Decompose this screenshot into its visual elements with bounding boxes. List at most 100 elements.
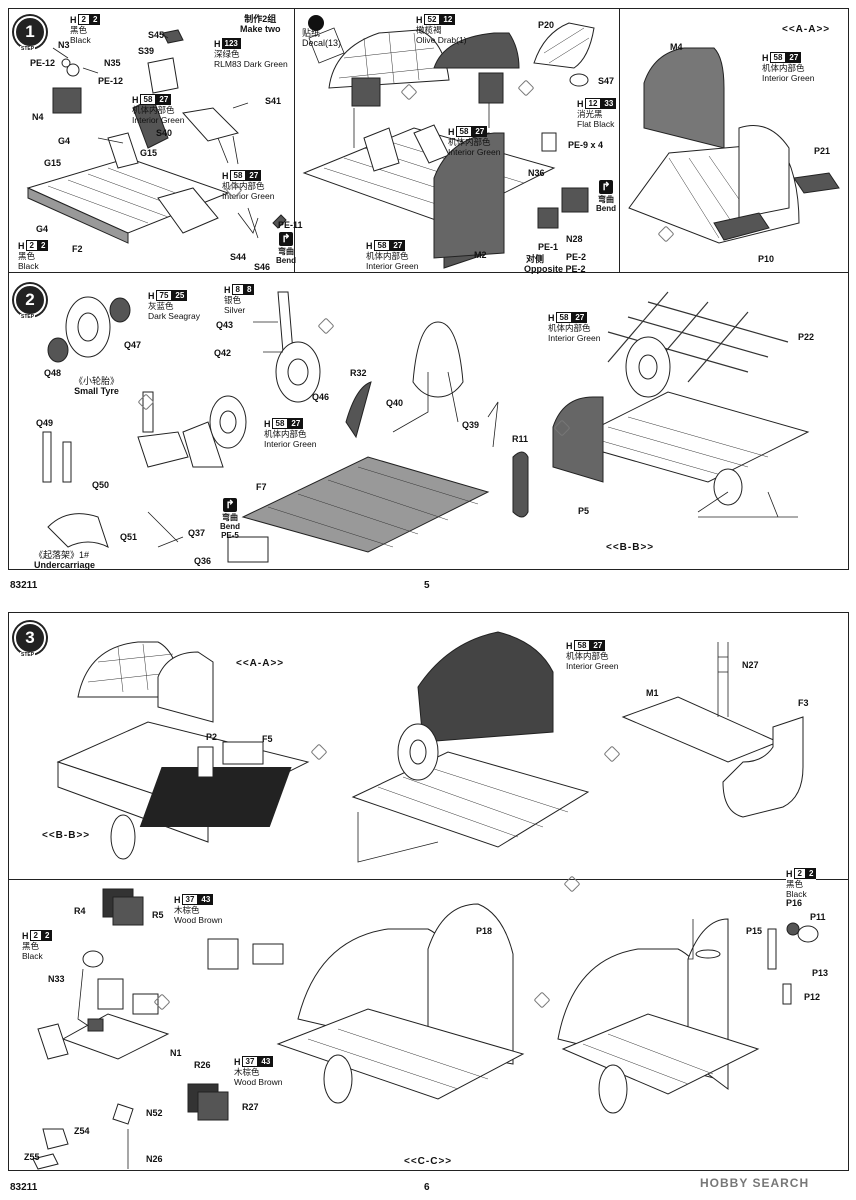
part-label: N52 xyxy=(146,1108,163,1118)
part-label: Q42 xyxy=(214,348,232,358)
step2-badge: 2 STEP xyxy=(14,284,46,320)
part-label: PE-12 xyxy=(30,58,56,68)
part-label: P15 xyxy=(746,926,763,936)
section-label-a: <<A-A>> xyxy=(782,24,831,35)
part-label: N1 xyxy=(170,1048,182,1058)
part-label: S40 xyxy=(156,128,173,138)
step3-panel-bottom xyxy=(8,879,849,1171)
part-label: S41 xyxy=(265,96,282,106)
part-label: F5 xyxy=(262,734,273,744)
part-label: Q46 xyxy=(312,392,330,402)
step2-word: STEP xyxy=(20,314,36,320)
part-label: P16 xyxy=(786,898,803,908)
part-label: P11 xyxy=(810,912,826,922)
part-label: N28 xyxy=(566,234,583,244)
part-label: M2 xyxy=(474,250,487,260)
part-label: R11 xyxy=(512,434,529,444)
part-label: M1 xyxy=(646,688,659,698)
part-label: Q43 xyxy=(216,320,234,330)
part-label: N26 xyxy=(146,1154,163,1164)
step3-bottom-illustration xyxy=(32,888,819,1170)
step3-badge: 3 STEP xyxy=(14,622,46,658)
part-label: N3 xyxy=(58,40,70,50)
part-label: N35 xyxy=(104,58,121,68)
part-label: P10 xyxy=(758,254,775,264)
part-label: PE-11 xyxy=(278,220,303,230)
part-label: N36 xyxy=(528,168,545,178)
step1-right-illustration xyxy=(628,47,840,244)
kit-number: 83211 xyxy=(10,1182,38,1193)
part-label: N4 xyxy=(32,112,44,122)
part-label: P20 xyxy=(538,20,555,30)
part-label: G4 xyxy=(58,136,71,146)
part-label: S46 xyxy=(254,262,271,272)
watermark: HOBBY SEARCH xyxy=(700,1176,809,1190)
part-label: Z55 xyxy=(24,1152,40,1162)
part-label: F7 xyxy=(256,482,267,492)
part-label: Q48 xyxy=(44,368,62,378)
part-label: PE-1 xyxy=(538,242,559,252)
bend-icon: ↱ xyxy=(599,180,613,194)
part-label: S47 xyxy=(598,76,615,86)
part-label: P12 xyxy=(804,992,821,1002)
part-label: PE-9 x 4 xyxy=(568,140,604,150)
part-label: P18 xyxy=(476,926,493,936)
section-label-b2: <<B-B>> xyxy=(42,830,91,841)
part-label: F2 xyxy=(72,244,83,254)
section-label-b: <<B-B>> xyxy=(606,542,655,553)
part-label: Q47 xyxy=(124,340,142,350)
step3-top-illustration xyxy=(56,631,804,863)
step2-illustration xyxy=(42,291,810,563)
part-label: Q51 xyxy=(120,532,138,542)
part-label: R26 xyxy=(194,1060,211,1070)
page-number: 5 xyxy=(424,580,430,591)
small-tyre-label: 《小轮胎》Small Tyre xyxy=(74,376,120,396)
part-label: R5 xyxy=(152,910,164,920)
watermark-text: HOBBY SEARCH xyxy=(700,1176,810,1190)
kit-number: 83211 xyxy=(10,580,38,591)
step1-number: 1 xyxy=(25,22,35,41)
opposite-note-en: Opposite PE-2 xyxy=(524,264,586,274)
bend-icon: ↱ xyxy=(279,232,293,246)
part-label: Q50 xyxy=(92,480,110,490)
part-label: G4 xyxy=(36,224,49,234)
part-label: S39 xyxy=(138,46,155,56)
step2-panel xyxy=(8,272,849,570)
step1-word: STEP xyxy=(20,46,36,52)
bend-icon: ↱ xyxy=(223,498,237,512)
part-label: M4 xyxy=(670,42,683,52)
part-label: N27 xyxy=(742,660,759,670)
opposite-note: 对侧 xyxy=(526,254,545,264)
part-label: PE-2 xyxy=(566,252,587,262)
part-label: Q37 xyxy=(188,528,206,538)
part-label: Q40 xyxy=(386,398,404,408)
part-label: P22 xyxy=(798,332,815,342)
part-label: R27 xyxy=(242,1102,259,1112)
section-label-a2: <<A-A>> xyxy=(236,658,285,669)
part-label: P2 xyxy=(206,732,218,742)
part-label: P21 xyxy=(814,146,831,156)
step3-word: STEP xyxy=(20,652,36,658)
